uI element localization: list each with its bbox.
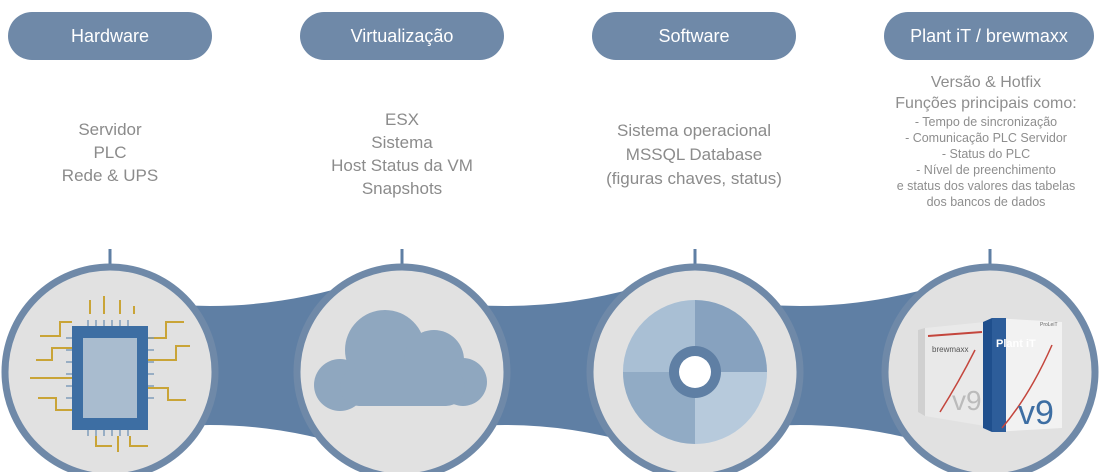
description-line: ESX — [384, 110, 420, 129]
description-line: Sistema operacional — [616, 121, 772, 140]
plantit-brand-text: Plant iT — [996, 338, 1036, 350]
software-boxes-icon: brewmaxx v9 Plant iT ProLeiT v9 — [918, 318, 1062, 432]
hardware-description: Servidor PLC Rede & UPS — [10, 118, 210, 187]
brewmaxx-version-text: v9 — [952, 385, 982, 416]
plantit-brewmaxx-pill[interactable]: Plant iT / brewmaxx — [884, 12, 1094, 60]
description-line: Servidor — [78, 120, 142, 139]
plantit-version-text: v9 — [1018, 394, 1054, 432]
description-line: Funções principais como: — [895, 95, 1077, 112]
description-line: Host Status da VM — [331, 156, 473, 175]
description-line: Rede & UPS — [61, 166, 159, 185]
description-line: Snapshots — [361, 179, 443, 198]
plantit-description: Versão & Hotfix Funções principais como:… — [856, 72, 1106, 210]
description-line: PLC — [93, 143, 127, 162]
cpu-chip-icon — [30, 296, 190, 452]
software-description: Sistema operacional MSSQL Database (figu… — [580, 119, 808, 191]
description-subline: - Status do PLC — [941, 147, 1031, 161]
description-subline: - Tempo de sincronização — [914, 115, 1058, 129]
plantit-box: Plant iT ProLeiT v9 — [983, 318, 1062, 432]
description-subline: dos bancos de dados — [926, 195, 1046, 209]
brewmaxx-brand-text: brewmaxx — [932, 345, 968, 354]
description-line: Sistema — [371, 133, 433, 152]
description-line: Versão & Hotfix — [930, 74, 1042, 91]
description-subline: e status dos valores das tabelas — [896, 179, 1076, 193]
disc-icon — [623, 300, 767, 444]
hardware-pill[interactable]: Hardware — [8, 12, 212, 60]
description-line: MSSQL Database — [625, 145, 763, 164]
cloud-icon — [314, 310, 487, 411]
connector-ticks — [108, 249, 992, 268]
corner-tag-text: ProLeiT — [1040, 322, 1058, 328]
brewmaxx-box: brewmaxx v9 — [918, 322, 985, 426]
description-subline: - Comunicação PLC Servidor — [905, 131, 1067, 145]
description-subline: - Nível de preenchimento — [916, 163, 1056, 177]
virtualizacao-pill[interactable]: Virtualização — [300, 12, 504, 60]
virtualizacao-description: ESX Sistema Host Status da VM Snapshots — [300, 108, 504, 200]
software-pill[interactable]: Software — [592, 12, 796, 60]
description-line: (figuras chaves, status) — [606, 169, 782, 188]
